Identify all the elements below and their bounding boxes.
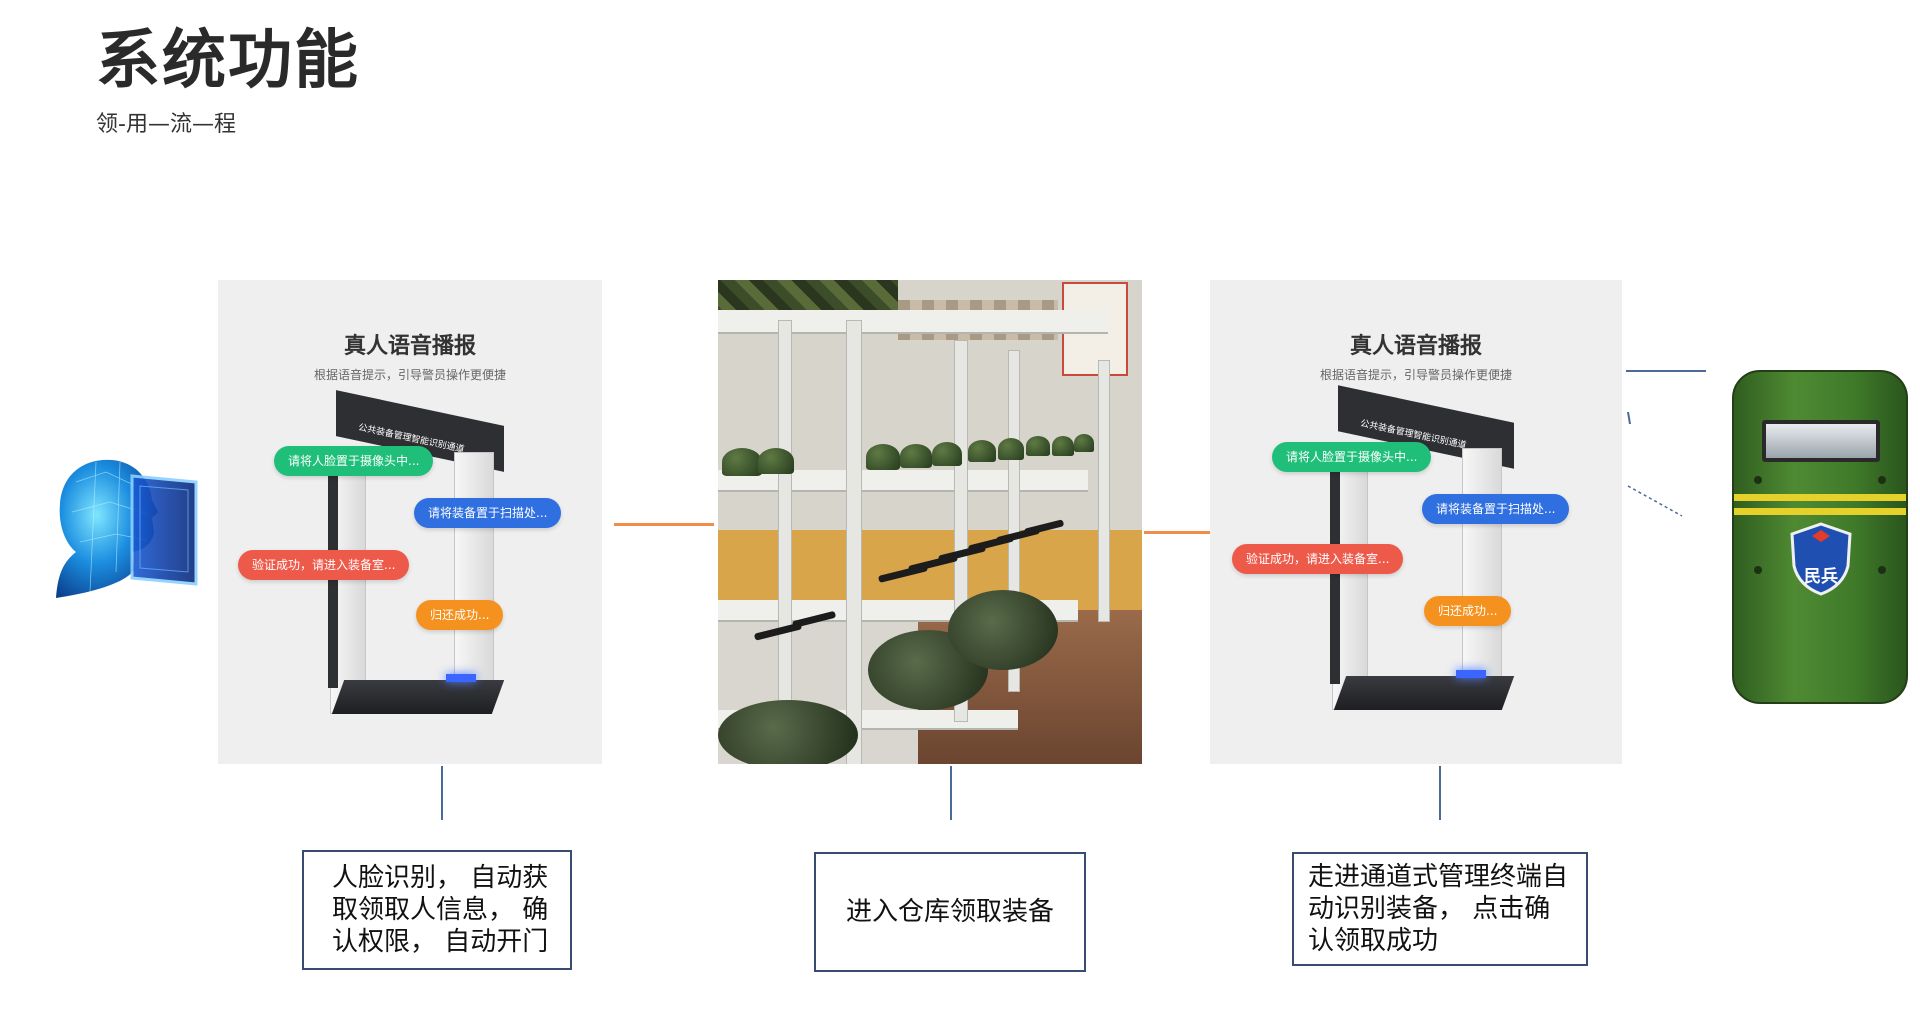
shield-stripe: [1734, 508, 1906, 515]
warehouse-photo: [718, 280, 1142, 764]
helmet: [866, 444, 900, 470]
shelf-post-1: [778, 320, 792, 764]
gate-right-pillar: [454, 452, 494, 684]
page-subtitle: 领-用—流—程: [96, 112, 236, 137]
helmet: [900, 444, 932, 468]
voice-bubble-verified: 验证成功，请进入装备室...: [1232, 544, 1404, 574]
voice-bubble-face: 请将人脸置于摄像头中...: [274, 446, 434, 476]
helmet: [932, 442, 962, 466]
shelf-post-5: [1098, 360, 1110, 622]
voice-gate-panel-left: 真人语音播报 根据语音提示，引导警员操作更便捷 公共装备管理智能识别通道 请将人…: [218, 280, 602, 764]
step-text: 走进通道式管理终端自动识别装备， 点击确认领取成功: [1308, 862, 1569, 956]
shield-visor: [1762, 420, 1880, 462]
helmet: [1026, 436, 1050, 456]
voice-gate-panel-right: 真人语音播报 根据语音提示，引导警员操作更便捷 公共装备管理智能识别通道 请将人…: [1210, 280, 1622, 764]
gate-light: [1456, 670, 1486, 678]
riot-shield-icon: 民兵: [1732, 370, 1908, 704]
shelf-upper: [718, 470, 1088, 492]
voice-bubble-scan: 请将装备置于扫描处...: [1422, 494, 1570, 524]
step-caption-1: 人脸识别， 自动获取领取人信息， 确认权限， 自动开门: [302, 850, 572, 970]
step-caption-3: 走进通道式管理终端自动识别装备， 点击确认领取成功: [1292, 852, 1588, 966]
connector-dashed: [1627, 411, 1683, 517]
step-text: 人脸识别， 自动获取领取人信息， 确认权限， 自动开门: [332, 863, 549, 957]
voice-bubble-verified: 验证成功，请进入装备室...: [238, 550, 410, 580]
helmet: [1074, 434, 1094, 452]
gate-right-pillar: [1462, 448, 1502, 680]
connector-line: [1144, 531, 1210, 534]
helmet: [758, 448, 794, 474]
shield-rivet: [1878, 476, 1886, 484]
shelf-top: [718, 310, 1108, 334]
connector-line: [441, 766, 443, 820]
voice-bubble-returned: 归还成功...: [1424, 596, 1512, 626]
panel-title: 真人语音播报: [1349, 334, 1482, 359]
helmet: [722, 448, 762, 476]
round-shield: [948, 590, 1058, 670]
voice-bubble-face: 请将人脸置于摄像头中...: [1272, 442, 1432, 472]
step-caption-2: 进入仓库领取装备: [814, 852, 1086, 972]
shield-rivet: [1754, 476, 1762, 484]
panel-subtitle: 根据语音提示，引导警员操作更便捷: [313, 368, 506, 382]
shelf-post-2: [846, 320, 862, 764]
helmet: [1052, 436, 1074, 456]
page-title: 系统功能: [96, 24, 360, 98]
panel-title: 真人语音播报: [343, 334, 476, 359]
connector-line: [1439, 766, 1441, 820]
helmet: [998, 438, 1024, 460]
gate-light: [446, 674, 476, 682]
militia-badge-icon: [1790, 522, 1852, 596]
militia-badge-text: 民兵: [1804, 567, 1838, 587]
connector-line: [950, 766, 952, 820]
helmet: [968, 440, 996, 462]
gate-base: [1333, 676, 1515, 710]
shield-stripe: [1734, 494, 1906, 501]
shield-rivet: [1754, 566, 1762, 574]
gate-base: [331, 680, 505, 714]
connector-line: [1626, 370, 1706, 372]
face-scan-icon: [56, 459, 198, 598]
step-text: 进入仓库领取装备: [845, 897, 1054, 927]
connector-line: [614, 523, 714, 526]
shield-rivet: [1878, 566, 1886, 574]
voice-bubble-scan: 请将装备置于扫描处...: [414, 498, 562, 528]
voice-bubble-returned: 归还成功...: [416, 600, 504, 630]
panel-subtitle: 根据语音提示，引导警员操作更便捷: [1319, 368, 1512, 382]
round-shield: [718, 700, 858, 764]
